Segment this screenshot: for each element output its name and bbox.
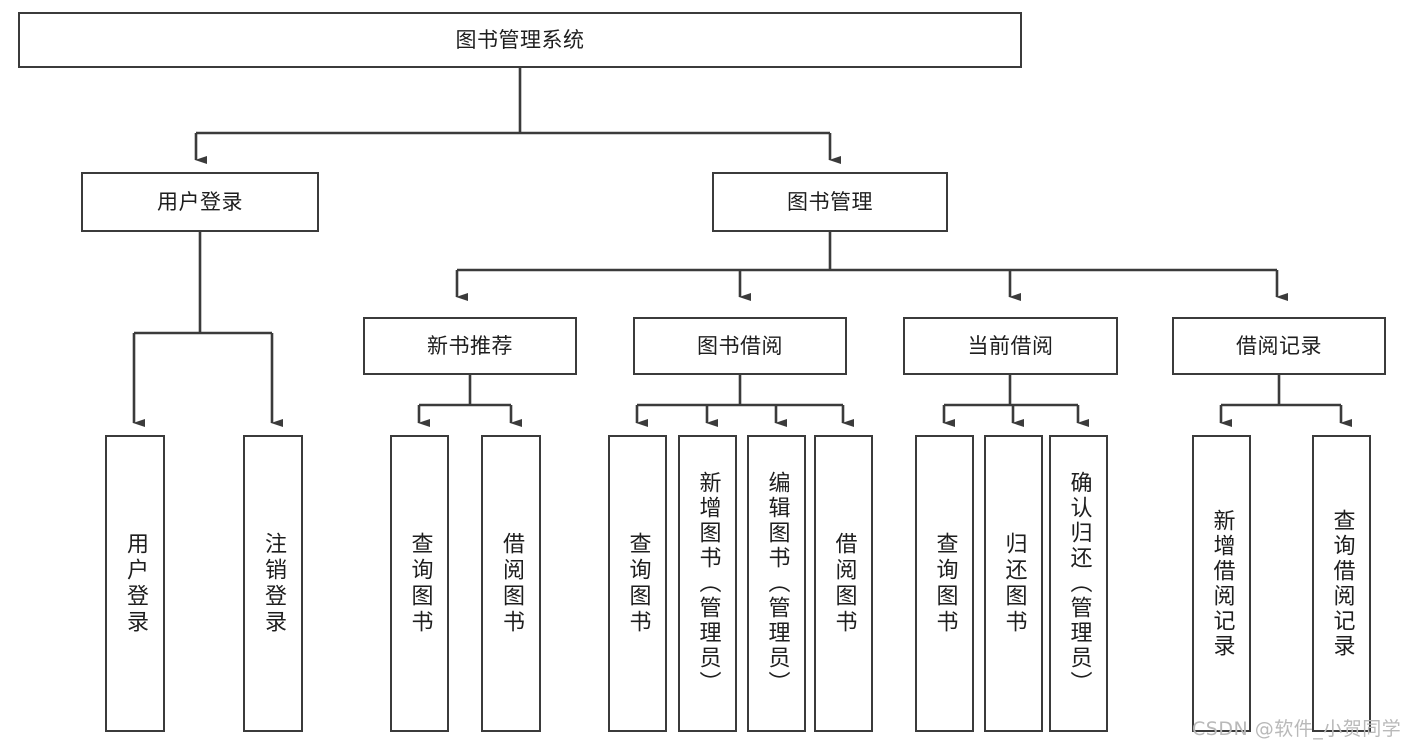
leaf-new-book-query[interactable]: 查询图书 xyxy=(390,435,449,732)
leaf-borrow-borrow-book[interactable]: 借阅图书 xyxy=(814,435,873,732)
csdn-watermark: CSDN @软件_小贺同学 xyxy=(1192,718,1402,740)
node-root-system[interactable]: 图书管理系统 xyxy=(18,12,1022,68)
node-current-borrow[interactable]: 当前借阅 xyxy=(903,317,1118,375)
node-book-management[interactable]: 图书管理 xyxy=(712,172,948,232)
leaf-current-return-book[interactable]: 归还图书 xyxy=(984,435,1043,732)
node-label: 新书推荐 xyxy=(427,333,513,358)
node-label: 借阅图书 xyxy=(499,531,524,636)
node-borrow-record[interactable]: 借阅记录 xyxy=(1172,317,1386,375)
node-book-borrow[interactable]: 图书借阅 xyxy=(633,317,847,375)
leaf-user-login-logout[interactable]: 注销登录 xyxy=(243,435,303,732)
node-label: 图书管理系统 xyxy=(455,27,585,52)
leaf-new-book-borrow[interactable]: 借阅图书 xyxy=(481,435,541,732)
leaf-borrow-edit-book-admin[interactable]: 编辑图书（管理员） xyxy=(747,435,806,732)
node-label: 图书管理 xyxy=(787,189,873,214)
node-user-login[interactable]: 用户登录 xyxy=(81,172,319,232)
node-label: 图书借阅 xyxy=(697,333,783,358)
leaf-borrow-add-book-admin[interactable]: 新增图书（管理员） xyxy=(678,435,737,732)
leaf-record-add-record[interactable]: 新增借阅记录 xyxy=(1192,435,1251,732)
node-label: 查询图书 xyxy=(932,531,958,636)
node-label: 用户登录 xyxy=(157,189,243,214)
node-label: 确认归还（管理员） xyxy=(1066,471,1092,696)
node-label: 借阅记录 xyxy=(1236,333,1322,358)
node-label: 编辑图书（管理员） xyxy=(764,471,790,696)
leaf-borrow-query-book[interactable]: 查询图书 xyxy=(608,435,667,732)
leaf-user-login-login[interactable]: 用户登录 xyxy=(105,435,165,732)
leaf-record-query-record[interactable]: 查询借阅记录 xyxy=(1312,435,1371,732)
node-label: 新增借阅记录 xyxy=(1209,508,1235,659)
node-new-book-recommend[interactable]: 新书推荐 xyxy=(363,317,577,375)
node-label: 注销登录 xyxy=(261,531,286,636)
leaf-current-confirm-return-admin[interactable]: 确认归还（管理员） xyxy=(1049,435,1108,732)
node-label: 查询图书 xyxy=(625,531,651,636)
node-label: 用户登录 xyxy=(123,531,148,636)
node-label: 当前借阅 xyxy=(967,333,1054,358)
node-label: 查询借阅记录 xyxy=(1329,508,1355,659)
leaf-current-query-book[interactable]: 查询图书 xyxy=(915,435,974,732)
node-label: 归还图书 xyxy=(1001,531,1027,636)
node-label: 新增图书（管理员） xyxy=(695,471,721,696)
node-label: 借阅图书 xyxy=(831,531,857,636)
node-label: 查询图书 xyxy=(407,531,433,636)
